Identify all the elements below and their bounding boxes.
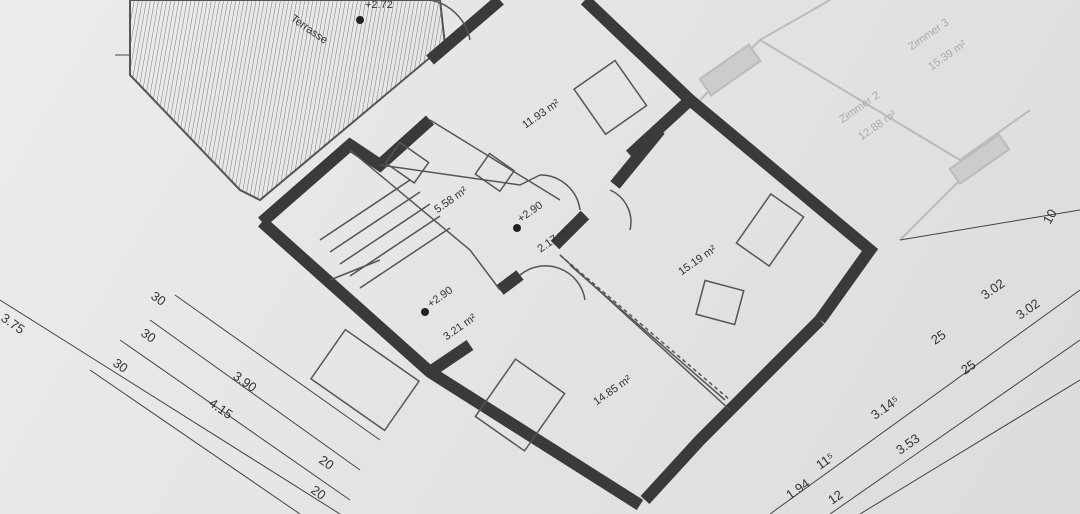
interior-lines bbox=[309, 0, 805, 452]
area-label: 11.93 m² bbox=[520, 97, 562, 131]
level-label: +2.72 bbox=[365, 0, 393, 11]
dimension-label: 20 bbox=[316, 452, 336, 473]
area-label: 15.19 m² bbox=[676, 243, 719, 278]
area-label: 3.21 m² bbox=[441, 312, 479, 343]
area-label: 12.88 m² bbox=[856, 108, 899, 143]
area-label: 5.58 m² bbox=[432, 184, 470, 215]
dimension-label: 30 bbox=[148, 288, 168, 309]
dimension-label: 3.53 bbox=[893, 431, 922, 458]
stairs bbox=[319, 179, 451, 289]
dimension-label: 30 bbox=[138, 325, 158, 346]
dimension-label: 11⁵ bbox=[813, 449, 837, 472]
dimension-label: 12 bbox=[825, 487, 845, 508]
dimension-label: 10 bbox=[1040, 206, 1060, 226]
dimension-label: 3.90 bbox=[230, 368, 259, 395]
neighbour-rooms bbox=[698, 0, 1031, 241]
dimension-labels: 3.75 30 30 30 3.90 4.15 20 20 1.94 11⁵ 1… bbox=[0, 206, 1060, 507]
dimension-label: 1.94 bbox=[783, 476, 812, 503]
dimension-label: 20 bbox=[308, 482, 328, 503]
level-label: +2.90 bbox=[515, 199, 545, 225]
dimension-label: 3.02 bbox=[978, 276, 1007, 303]
terrace bbox=[129, 0, 447, 202]
dimension-label: 25 bbox=[928, 327, 948, 348]
dimension-label: 3.14⁵ bbox=[868, 393, 902, 423]
dimension-label: 25 bbox=[958, 357, 978, 378]
dimension-label: 30 bbox=[110, 355, 130, 376]
area-label: 14.85 m² bbox=[591, 373, 634, 408]
dimension-label: 3.02 bbox=[1013, 296, 1042, 323]
dimension-lines bbox=[0, 54, 1080, 514]
level-label: +2.90 bbox=[425, 284, 455, 310]
room-label: Zimmer 3 bbox=[906, 17, 951, 53]
walls bbox=[258, 0, 879, 511]
area-label: 15.39 m² bbox=[926, 38, 969, 73]
